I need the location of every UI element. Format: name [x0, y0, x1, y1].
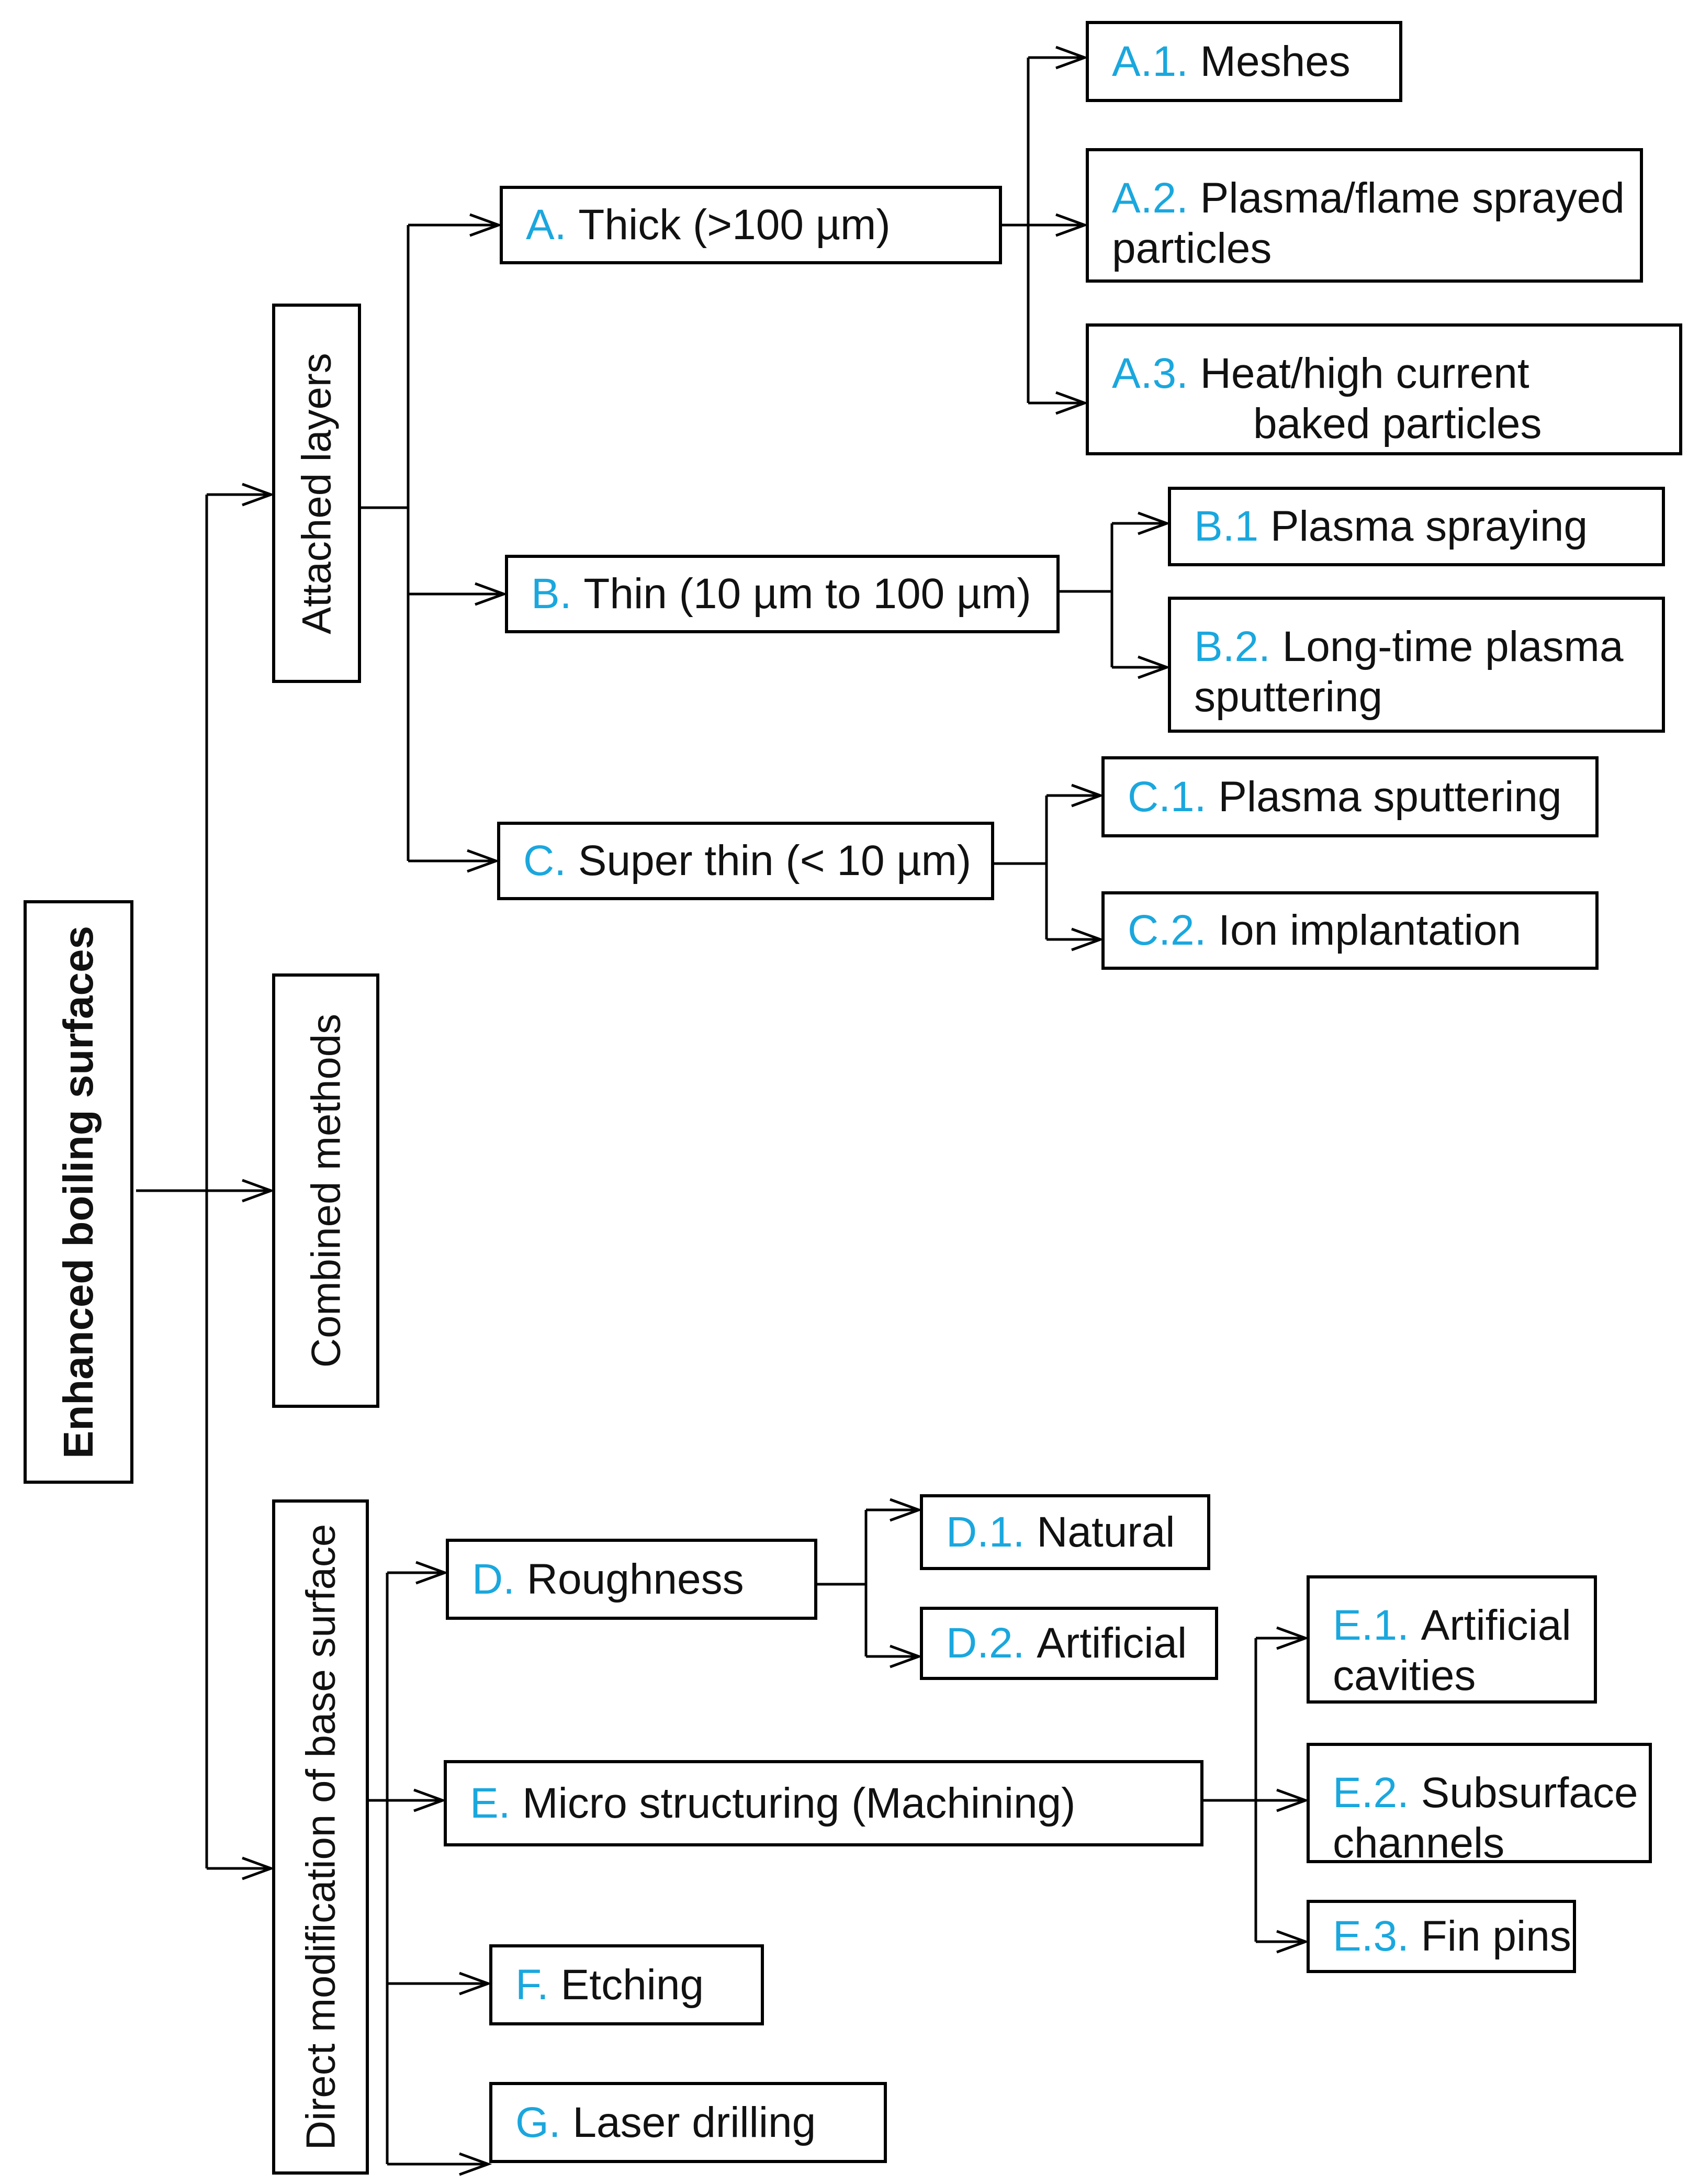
node-c-code: C.	[523, 837, 566, 884]
arrowhead	[1276, 1788, 1310, 1812]
arrowhead	[1055, 46, 1089, 70]
node-a3-text-line2: baked particles	[1253, 400, 1542, 447]
arrowhead	[1138, 655, 1171, 679]
arrowhead	[242, 1856, 275, 1880]
node-b-text: Thin (10 µm to 100 µm)	[583, 570, 1031, 618]
arrowhead	[467, 849, 500, 873]
category-direct-label: Direct modification of base surface	[297, 1524, 343, 2151]
category-combined-label: Combined methods	[302, 1013, 348, 1368]
node-g-text: Laser drilling	[572, 2098, 816, 2146]
node-e3-code: E.3.	[1333, 1912, 1409, 1960]
arrowhead	[242, 483, 275, 507]
node-c1-code: C.1.	[1128, 772, 1207, 821]
node-d1-code: D.1.	[946, 1508, 1025, 1556]
arrowhead	[1276, 1930, 1310, 1954]
node-e2-text-line2: channels	[1333, 1819, 1505, 1867]
node-e1-text: Artificial	[1421, 1601, 1571, 1649]
node-a3-code: A.3.	[1112, 350, 1188, 397]
node-c2-ion-implantation: C.2. Ion implantation	[1101, 891, 1599, 970]
node-a1-meshes: A.1. Meshes	[1086, 21, 1402, 102]
node-f-code: F.	[515, 1961, 549, 2009]
arrowhead	[890, 1644, 923, 1668]
root-label: Enhanced boiling surfaces	[55, 925, 102, 1459]
arrowhead	[1055, 213, 1089, 237]
node-a2-text-line2: particles	[1112, 225, 1272, 272]
arrowhead	[1055, 391, 1089, 415]
node-e3-fin-pins: E.3. Fin pins	[1307, 1900, 1576, 1973]
node-a2-plasma-flame: A.2. Plasma/flame sprayed particles	[1086, 148, 1643, 283]
arrowhead	[415, 1561, 449, 1585]
node-d-code: D.	[472, 1555, 515, 1603]
node-g-laser-drilling: G. Laser drilling	[489, 2082, 887, 2163]
node-b1-plasma-spraying: B.1 Plasma spraying	[1168, 487, 1665, 566]
node-e1-text-line2: cavities	[1333, 1652, 1476, 1699]
arrowhead	[890, 1498, 923, 1522]
node-e3-text: Fin pins	[1421, 1912, 1571, 1960]
arrowhead	[1138, 511, 1171, 535]
arrowhead	[413, 1788, 447, 1812]
arrowhead	[475, 582, 508, 606]
node-c2-text: Ion implantation	[1218, 906, 1522, 954]
arrowhead	[1071, 783, 1105, 808]
node-a-code: A.	[526, 201, 567, 249]
node-e-micro-structuring: E. Micro structuring (Machining)	[444, 1760, 1203, 1846]
node-e2-text: Subsurface	[1421, 1769, 1638, 1817]
node-c2-code: C.2.	[1128, 906, 1207, 954]
node-d2-artificial: D.2. Artificial	[920, 1607, 1218, 1680]
node-b-code: B.	[531, 570, 572, 618]
node-c1-text: Plasma sputtering	[1218, 772, 1562, 821]
node-d1-natural: D.1. Natural	[920, 1494, 1210, 1570]
node-a3-text: Heat/high current	[1200, 350, 1529, 397]
node-e-code: E.	[470, 1779, 511, 1827]
node-d1-text: Natural	[1037, 1508, 1175, 1556]
node-b2-text: Long-time plasma	[1282, 623, 1624, 670]
node-g-code: G.	[515, 2098, 561, 2146]
node-a3-heat-baked: A.3. Heat/high current baked particles	[1086, 323, 1682, 455]
node-d-text: Roughness	[526, 1555, 744, 1603]
arrowhead	[459, 2152, 492, 2176]
category-attached-layers: Attached layers	[272, 304, 361, 683]
node-a2-code: A.2.	[1112, 174, 1188, 222]
node-d2-code: D.2.	[946, 1619, 1025, 1667]
category-attached-label: Attached layers	[293, 352, 340, 634]
node-f-etching: F. Etching	[489, 1944, 764, 2025]
node-e2-code: E.2.	[1333, 1769, 1409, 1817]
node-a-text: Thick (>100 µm)	[578, 201, 891, 249]
node-b1-text: Plasma spraying	[1270, 502, 1588, 550]
category-direct-modification: Direct modification of base surface	[272, 1499, 369, 2175]
node-c1-plasma-sputtering: C.1. Plasma sputtering	[1101, 756, 1599, 837]
node-a-thick: A. Thick (>100 µm)	[500, 186, 1002, 264]
node-e2-subsurface-channels: E.2. Subsurface channels	[1307, 1743, 1652, 1867]
node-a2-text: Plasma/flame sprayed	[1200, 174, 1625, 222]
arrowhead	[1071, 927, 1105, 951]
root-node: Enhanced boiling surfaces	[24, 900, 133, 1484]
node-e1-artificial-cavities: E.1. Artificial cavities	[1307, 1575, 1597, 1704]
node-b2-long-time-sputtering: B.2. Long-time plasma sputtering	[1168, 597, 1665, 733]
node-b2-text-line2: sputtering	[1194, 673, 1383, 721]
arrowhead	[459, 1972, 492, 1996]
node-b-thin: B. Thin (10 µm to 100 µm)	[505, 555, 1060, 633]
node-b1-code: B.1	[1194, 502, 1259, 550]
node-e-text: Micro structuring (Machining)	[522, 1779, 1076, 1827]
node-f-text: Etching	[560, 1961, 704, 2009]
node-e1-code: E.1.	[1333, 1601, 1409, 1649]
node-d2-text: Artificial	[1037, 1619, 1187, 1667]
node-b2-code: B.2.	[1194, 623, 1270, 670]
node-c-text: Super thin (< 10 µm)	[578, 837, 972, 884]
arrowhead	[1276, 1626, 1310, 1650]
category-combined-methods: Combined methods	[272, 973, 379, 1408]
node-a1-text: Meshes	[1200, 37, 1351, 85]
node-d-roughness: D. Roughness	[446, 1539, 817, 1620]
arrowhead	[469, 213, 503, 237]
node-a1-code: A.1.	[1112, 37, 1188, 85]
arrowhead	[242, 1179, 275, 1203]
node-c-super-thin: C. Super thin (< 10 µm)	[497, 822, 994, 900]
